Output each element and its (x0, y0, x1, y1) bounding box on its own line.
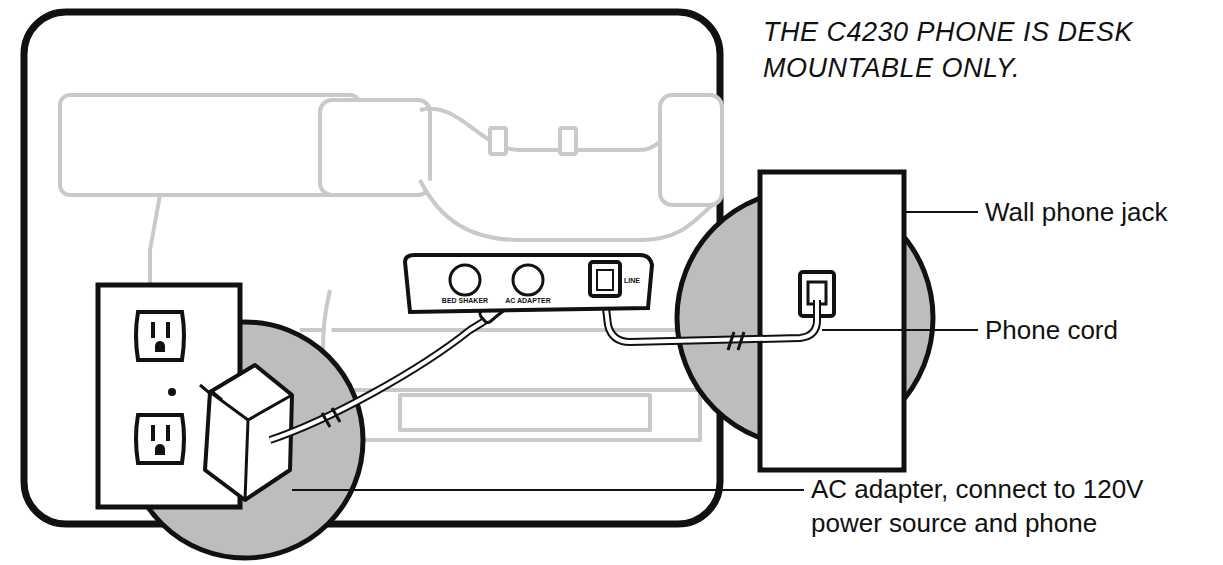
port-label: AC ADAPTER (503, 296, 553, 305)
port-label: BED SHAKER (440, 296, 490, 305)
port-label: LINE (624, 276, 650, 285)
note-title: THE C4230 PHONE IS DESK MOUNTABLE ONLY. (763, 14, 1203, 86)
callout-label: Wall phone jack (985, 196, 1215, 230)
callout-label: Phone cord (985, 314, 1215, 348)
callout-label: AC adapter, connect to 120V power source… (811, 473, 1211, 541)
